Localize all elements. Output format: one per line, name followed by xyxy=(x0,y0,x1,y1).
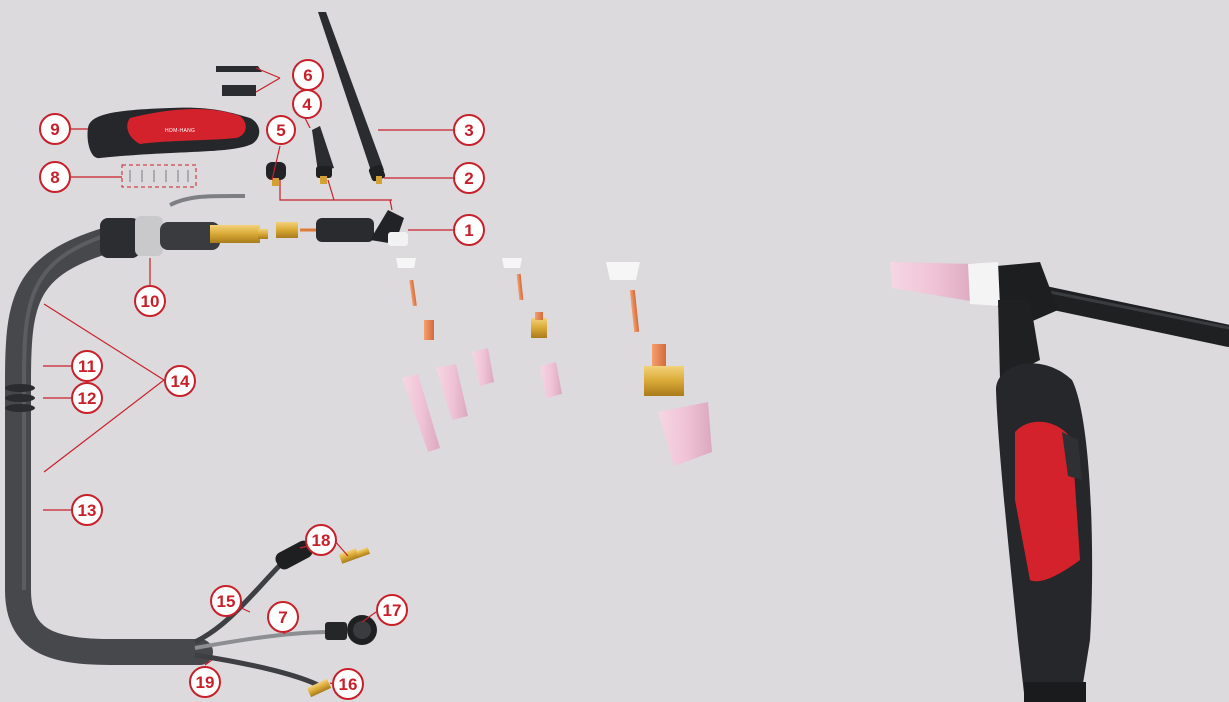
callout-13: 13 xyxy=(72,495,102,525)
svg-text:3: 3 xyxy=(464,121,473,140)
consumables-group-2 xyxy=(502,258,562,398)
leader-lines xyxy=(43,68,453,684)
svg-text:13: 13 xyxy=(78,501,97,520)
consumables-group-1 xyxy=(396,258,494,452)
callout-11: 11 xyxy=(72,351,102,381)
svg-text:16: 16 xyxy=(339,675,358,694)
svg-text:10: 10 xyxy=(141,292,160,311)
svg-text:17: 17 xyxy=(383,601,402,620)
svg-text:11: 11 xyxy=(78,357,96,376)
svg-text:6: 6 xyxy=(303,66,312,85)
svg-text:2: 2 xyxy=(464,169,473,188)
callout-6: 6 xyxy=(293,60,323,90)
svg-text:4: 4 xyxy=(302,95,312,114)
svg-text:5: 5 xyxy=(276,121,285,140)
switch-parts xyxy=(216,66,262,96)
consumables-group-3 xyxy=(606,262,712,466)
torch-cable xyxy=(18,240,200,652)
callout-16: 16 xyxy=(333,669,363,699)
svg-text:12: 12 xyxy=(78,389,97,408)
callout-8: 8 xyxy=(40,162,70,192)
svg-text:19: 19 xyxy=(196,673,215,692)
assembled-torch xyxy=(890,262,1229,702)
callout-17: 17 xyxy=(377,595,407,625)
svg-text:7: 7 xyxy=(278,608,287,627)
callout-15: 15 xyxy=(211,586,241,616)
callout-4: 4 xyxy=(293,90,321,118)
cable-collar xyxy=(100,196,268,258)
svg-text:8: 8 xyxy=(50,168,59,187)
control-plug xyxy=(325,615,377,645)
callout-12: 12 xyxy=(72,383,102,413)
lead-cables xyxy=(195,560,330,685)
svg-text:9: 9 xyxy=(50,120,59,139)
callout-1: 1 xyxy=(454,215,484,245)
svg-text:1: 1 xyxy=(464,221,473,240)
callout-5: 5 xyxy=(267,116,295,144)
svg-text:15: 15 xyxy=(217,592,236,611)
callout-14: 14 xyxy=(165,366,195,396)
callout-9: 9 xyxy=(40,114,70,144)
callout-18: 18 xyxy=(306,525,336,555)
callout-7: 7 xyxy=(268,602,298,632)
small-parts-box xyxy=(122,165,196,187)
torch-body xyxy=(276,210,408,246)
back-cap-short xyxy=(312,126,334,184)
torch-handle: HOM-HANG xyxy=(88,108,260,159)
callout-2: 2 xyxy=(454,163,484,193)
cable-bands xyxy=(5,384,35,412)
handle-brand-label: HOM-HANG xyxy=(165,128,195,134)
callout-19: 19 xyxy=(190,667,220,697)
svg-text:14: 14 xyxy=(171,372,190,391)
callout-10: 10 xyxy=(135,286,165,316)
svg-text:18: 18 xyxy=(312,531,331,550)
callout-3: 3 xyxy=(454,115,484,145)
